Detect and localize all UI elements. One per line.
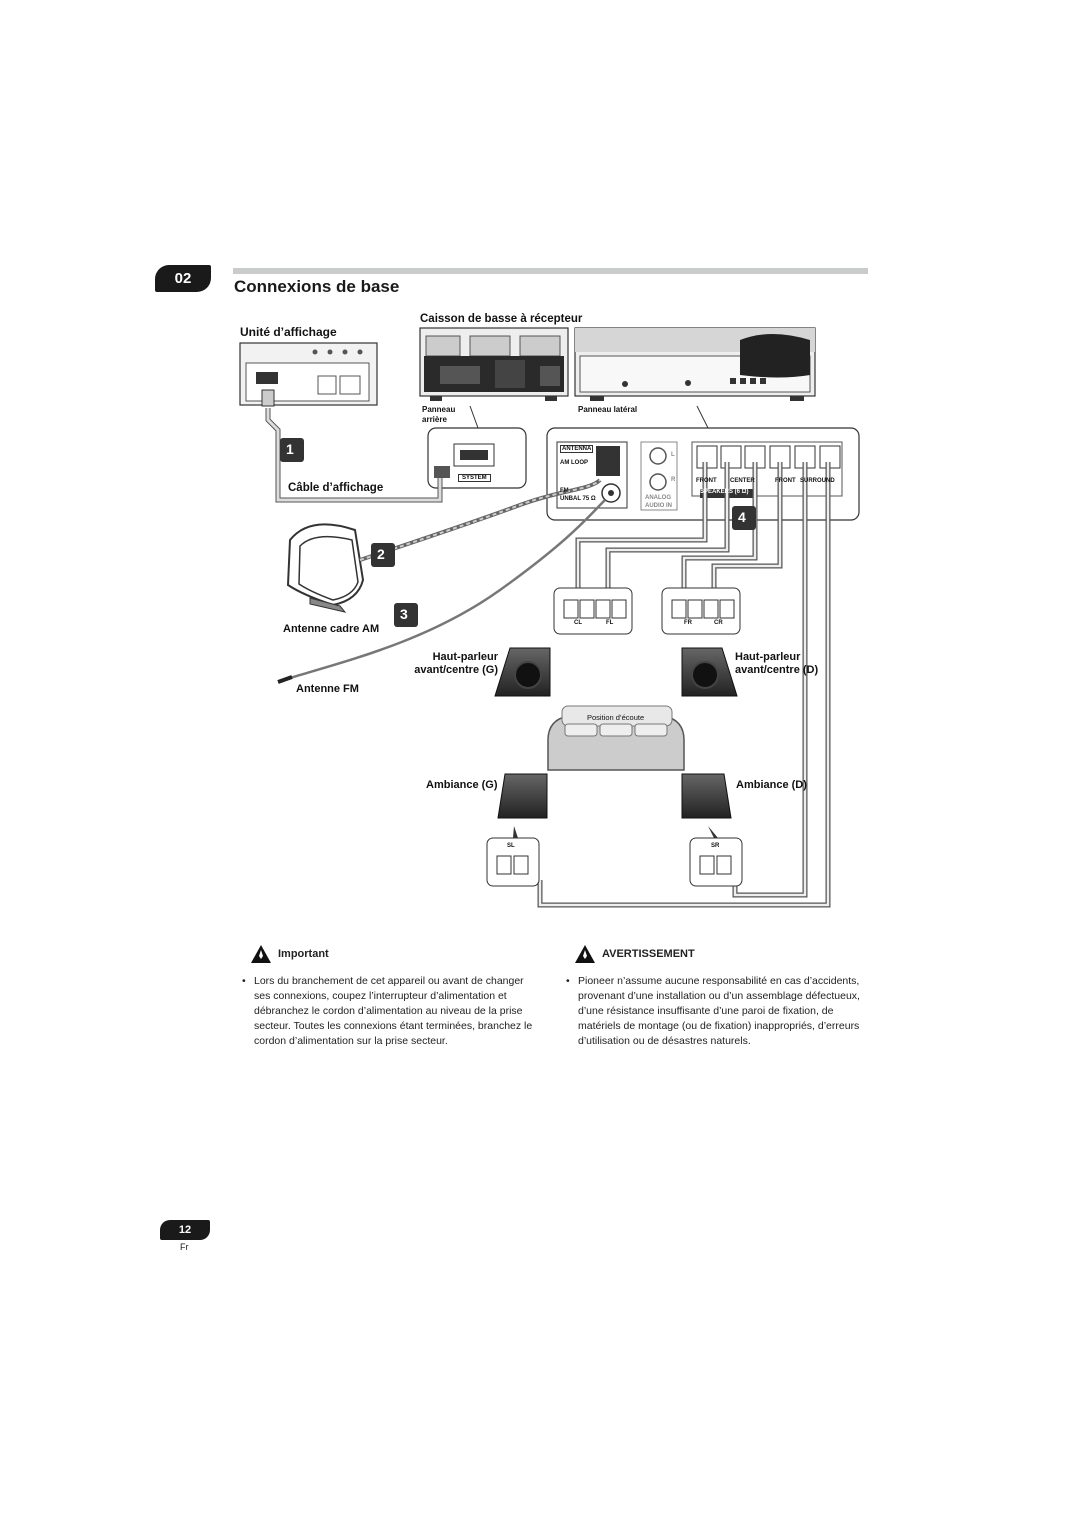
terminal-cr: CR — [714, 620, 723, 626]
label-display-unit: Unité d’affichage — [240, 325, 337, 339]
terminal-fl: FL — [606, 620, 614, 626]
label-subwoofer-receiver: Caisson de basse à récepteur — [420, 313, 583, 325]
important-heading: Important — [242, 944, 538, 964]
warning-heading: AVERTISSEMENT — [566, 944, 866, 964]
panel-surround: SURROUND — [800, 478, 835, 484]
terminal-cl: CL — [574, 620, 582, 626]
step-2: 2 — [377, 546, 385, 562]
front-right-speaker — [681, 647, 738, 697]
panel-front: FRONT — [696, 478, 717, 484]
warning-triangle-icon — [251, 945, 271, 963]
terminal-sl: SL — [507, 843, 515, 849]
panel-system: SYSTEM — [458, 474, 491, 482]
page-number: 12 — [160, 1220, 210, 1240]
warning-note: AVERTISSEMENT Pioneer n’assume aucune re… — [566, 944, 866, 1049]
surround-right-speaker — [681, 773, 732, 819]
listening-position-sofa — [547, 705, 685, 771]
important-text: Lors du branchement de cet appareil ou a… — [242, 974, 538, 1049]
panel-center: CENTER — [730, 478, 755, 484]
header-rule — [233, 268, 868, 274]
label-am-loop: Antenne cadre AM — [283, 623, 380, 635]
language-code: Fr — [180, 1242, 189, 1252]
connection-diagram — [239, 327, 860, 908]
panel-audio-in: AUDIO IN — [645, 503, 672, 509]
am-loop-antenna-illustration — [286, 523, 365, 613]
terminal-fr: FR — [684, 620, 692, 626]
panel-unbal: UNBAL 75 Ω — [560, 496, 596, 502]
page-title: Connexions de base — [234, 277, 400, 296]
important-note: Important Lors du branchement de cet app… — [242, 944, 538, 1049]
step-badges — [280, 438, 756, 627]
label-front-center-right: Haut-parleur avant/centre (D) — [735, 651, 819, 676]
panel-fm: FM — [560, 488, 569, 494]
step-1: 1 — [286, 441, 294, 457]
step-4: 4 — [738, 509, 746, 525]
label-side-panel: Panneau latéral — [578, 405, 638, 414]
receiver-rear-illustration — [419, 327, 569, 401]
warning-triangle-icon — [575, 945, 595, 963]
panel-analog: ANALOG — [645, 495, 671, 501]
terminal-sr: SR — [711, 843, 720, 849]
chapter-badge: 02 — [155, 265, 211, 292]
panel-antenna: ANTENNA — [560, 445, 594, 453]
warning-heading-text: AVERTISSEMENT — [602, 947, 695, 960]
label-listening-position: Position d’écoute — [587, 713, 645, 722]
label-surround-left: Ambiance (G) — [426, 779, 498, 791]
warning-text: Pioneer n’assume aucune responsabilité e… — [566, 974, 866, 1049]
label-front-center-left: Haut-parleur avant/centre (G) — [414, 651, 498, 676]
receiver-side-illustration — [574, 327, 816, 401]
surround-left-speaker — [497, 773, 548, 819]
label-rear-panel: Panneau arrière — [422, 405, 456, 424]
important-heading-text: Important — [278, 947, 329, 960]
label-surround-right: Ambiance (D) — [736, 779, 807, 791]
panel-r: R — [671, 477, 676, 483]
panel-speakers: SPEAKERS (6 Ω) — [700, 489, 749, 495]
front-left-speaker — [494, 647, 551, 697]
step-3: 3 — [400, 606, 408, 622]
panel-l: L — [671, 452, 675, 458]
panel-am-loop: AM LOOP — [560, 460, 588, 466]
label-display-cable: Câble d’affichage — [288, 482, 384, 494]
panel-front-2: FRONT — [775, 478, 796, 484]
label-fm-antenna: Antenne FM — [296, 683, 359, 695]
display-unit-illustration — [239, 342, 378, 407]
